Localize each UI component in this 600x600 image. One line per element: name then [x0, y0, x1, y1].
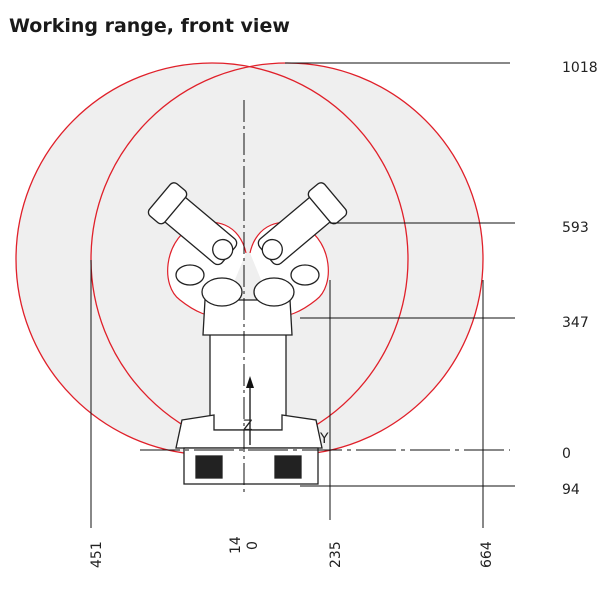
robot-drawing	[147, 182, 348, 485]
dim-label-235: 235	[328, 541, 344, 568]
dim-label-451: 451	[89, 541, 105, 568]
dim-label-0: 0	[562, 446, 571, 462]
y-axis-label: Y	[319, 431, 329, 447]
z-arrow-head	[246, 376, 254, 388]
horizontal-dimension-lines	[140, 62, 515, 487]
dim-label-14: 14	[228, 536, 244, 554]
z-axis-label: Z	[243, 418, 253, 434]
dim-label-347: 347	[562, 315, 589, 331]
page-title: Working range, front view	[9, 15, 290, 37]
vertical-dimension-lines	[90, 260, 484, 528]
dim-label-94: 94	[562, 482, 580, 498]
dim-label-0-bottom: 0	[245, 541, 261, 550]
dim-label-1018: 1018	[562, 60, 598, 76]
dim-label-593: 593	[562, 220, 589, 236]
dim-label-664: 664	[479, 541, 495, 568]
